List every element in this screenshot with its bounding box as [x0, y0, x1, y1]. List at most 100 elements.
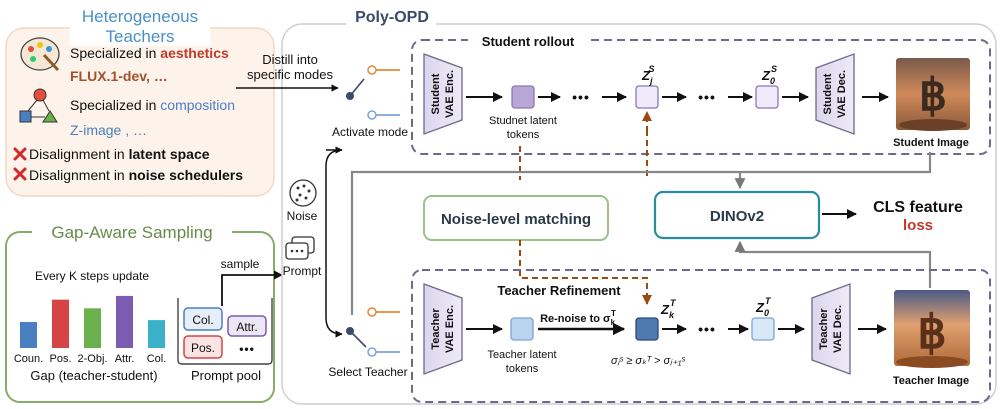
- pool-item-attr-label: Attr.: [236, 320, 257, 334]
- gap-bar-label: 2-Obj.: [78, 353, 108, 365]
- teacher-tokens-line2: tokens: [506, 363, 539, 375]
- teacher-encoder: [423, 283, 463, 375]
- sample-label: sample: [221, 257, 260, 271]
- sample-arrow: [221, 270, 283, 306]
- polyopd-title-bg: [346, 6, 436, 28]
- teachers-title-bg: [70, 4, 210, 46]
- teacher-enc-line2: VAE Enc.: [444, 305, 456, 353]
- gap-bar-attr: [116, 295, 133, 348]
- pool-item-pos: [183, 335, 223, 359]
- gap-bar-2obj: [84, 308, 101, 348]
- student-enc-line1: Student: [430, 73, 442, 114]
- teacher-title: Teacher Refinement: [497, 283, 621, 298]
- composition-icon: [19, 88, 58, 123]
- select-teacher-label: Select Teacher: [328, 365, 407, 379]
- teacher-decoder: [811, 283, 851, 375]
- teacher-latent-token: [510, 317, 534, 341]
- gap-title-bg: [32, 220, 232, 242]
- gap-bar-label: Coun.: [14, 353, 43, 365]
- noise-icon: [289, 179, 317, 207]
- noise-matching-box: [423, 195, 609, 241]
- pool-more-dots: •••: [239, 342, 255, 356]
- grey-loop-line: [350, 152, 932, 315]
- teacher-image-label: Teacher Image: [893, 375, 969, 387]
- student-image-bitcoin: ฿: [896, 58, 970, 131]
- loss-label: loss: [903, 217, 933, 234]
- student-title-bg: [468, 34, 588, 48]
- student-dec-line2: VAE Dec.: [836, 70, 848, 118]
- teacher1-model: FLUX.1-dev, …: [70, 68, 168, 84]
- student-dec-line1: Student: [822, 73, 834, 114]
- disalign1-text: Disalignment in latent space: [29, 146, 210, 162]
- student-z0-label: Z0S: [761, 64, 777, 86]
- teacher-dots: •••: [698, 321, 716, 337]
- teachers-title-line1: Heterogeneous: [82, 7, 198, 26]
- student-dots-2: •••: [698, 89, 716, 105]
- teacher-z0-token: [751, 317, 775, 341]
- teacher-zk-token: [635, 317, 659, 341]
- student-tokens-line1: Studnet latent: [489, 115, 557, 127]
- student-encoder: [423, 53, 463, 135]
- pool-label: Prompt pool: [191, 368, 261, 383]
- gap-bar-chart: Coun. Pos. 2-Obj. Attr. Col.: [14, 295, 167, 365]
- distill-line1: Distill into: [262, 52, 318, 67]
- student-latent-token: [511, 85, 535, 109]
- student-zj-token: [635, 85, 659, 109]
- teacher-zk-label: ZkT: [660, 298, 677, 320]
- student-tokens-line2: tokens: [507, 129, 540, 141]
- pool-item-col: [183, 307, 223, 331]
- gap-bar-label: Attr.: [115, 353, 135, 365]
- teacher-title-bg: [486, 282, 632, 298]
- pool-item-attr: [227, 315, 267, 337]
- gap-bar-label: Col.: [147, 353, 167, 365]
- teacher1-text: Specialized in aesthetics: [70, 45, 229, 61]
- student-rollout-box: [411, 39, 991, 155]
- student-decoder: [815, 53, 855, 135]
- pool-item-pos-label: Pos.: [191, 341, 215, 355]
- cross-icon: [13, 147, 27, 161]
- student-dots-1: •••: [572, 89, 590, 105]
- gap-title: Gap-Aware Sampling: [51, 223, 212, 242]
- cross-icon: [13, 167, 27, 181]
- teacher-dec-line2: VAE Dec.: [832, 305, 844, 353]
- teacher-image-bitcoin: ฿: [894, 290, 970, 368]
- student-enc-line2: VAE Enc.: [444, 70, 456, 118]
- gap-bar-coun: [20, 321, 37, 348]
- student-image-label: Student Image: [893, 137, 969, 149]
- teachers-title-line2: Teachers: [106, 27, 175, 46]
- noise-matching-label: Noise-level matching: [441, 211, 591, 228]
- teacher-tokens-line1: Teacher latent: [487, 349, 556, 361]
- teacher-refine-box: [411, 269, 991, 403]
- palette-icon: [20, 37, 60, 72]
- svg-text:฿: ฿: [917, 306, 946, 358]
- sigma-condition: σⱼˢ ≥ σₖᵀ > σⱼ₊₁ˢ: [611, 355, 685, 367]
- noise-label: Noise: [287, 209, 318, 223]
- dino-box: [653, 190, 821, 240]
- prompt-pool-box: [177, 298, 273, 365]
- student-title: Student rollout: [482, 34, 575, 49]
- activate-mode-label: Activate mode: [332, 125, 408, 139]
- noise-to-teacher-brown: [519, 240, 652, 305]
- student-zj-label: ZjS: [641, 64, 654, 86]
- gap-bar-pos: [52, 299, 69, 348]
- gap-bar-label: Pos.: [49, 353, 71, 365]
- teacher2-model: Z-image , …: [70, 122, 147, 138]
- dino-label: DINOv2: [710, 208, 764, 225]
- update-label: Every K steps update: [35, 269, 149, 283]
- teacher-enc-line1: Teacher: [430, 308, 442, 350]
- svg-text:฿: ฿: [919, 71, 947, 120]
- gap-bar-col: [148, 320, 165, 348]
- prompt-chat-icon: [285, 236, 315, 260]
- teacher-z0-label: Z0T: [755, 296, 772, 318]
- renoise-label: Re-noise to σkT: [540, 309, 616, 327]
- student-z0-token: [755, 85, 779, 109]
- disalign2-text: Disalignment in noise schedulers: [29, 167, 243, 183]
- prompt-label: Prompt: [283, 264, 322, 278]
- teacher2-text: Specialized in composition: [70, 97, 235, 113]
- teacher-switch: [346, 307, 400, 357]
- teacher-dec-line1: Teacher: [818, 308, 830, 350]
- pool-item-col-label: Col.: [192, 313, 213, 327]
- mode-switch: [346, 65, 400, 120]
